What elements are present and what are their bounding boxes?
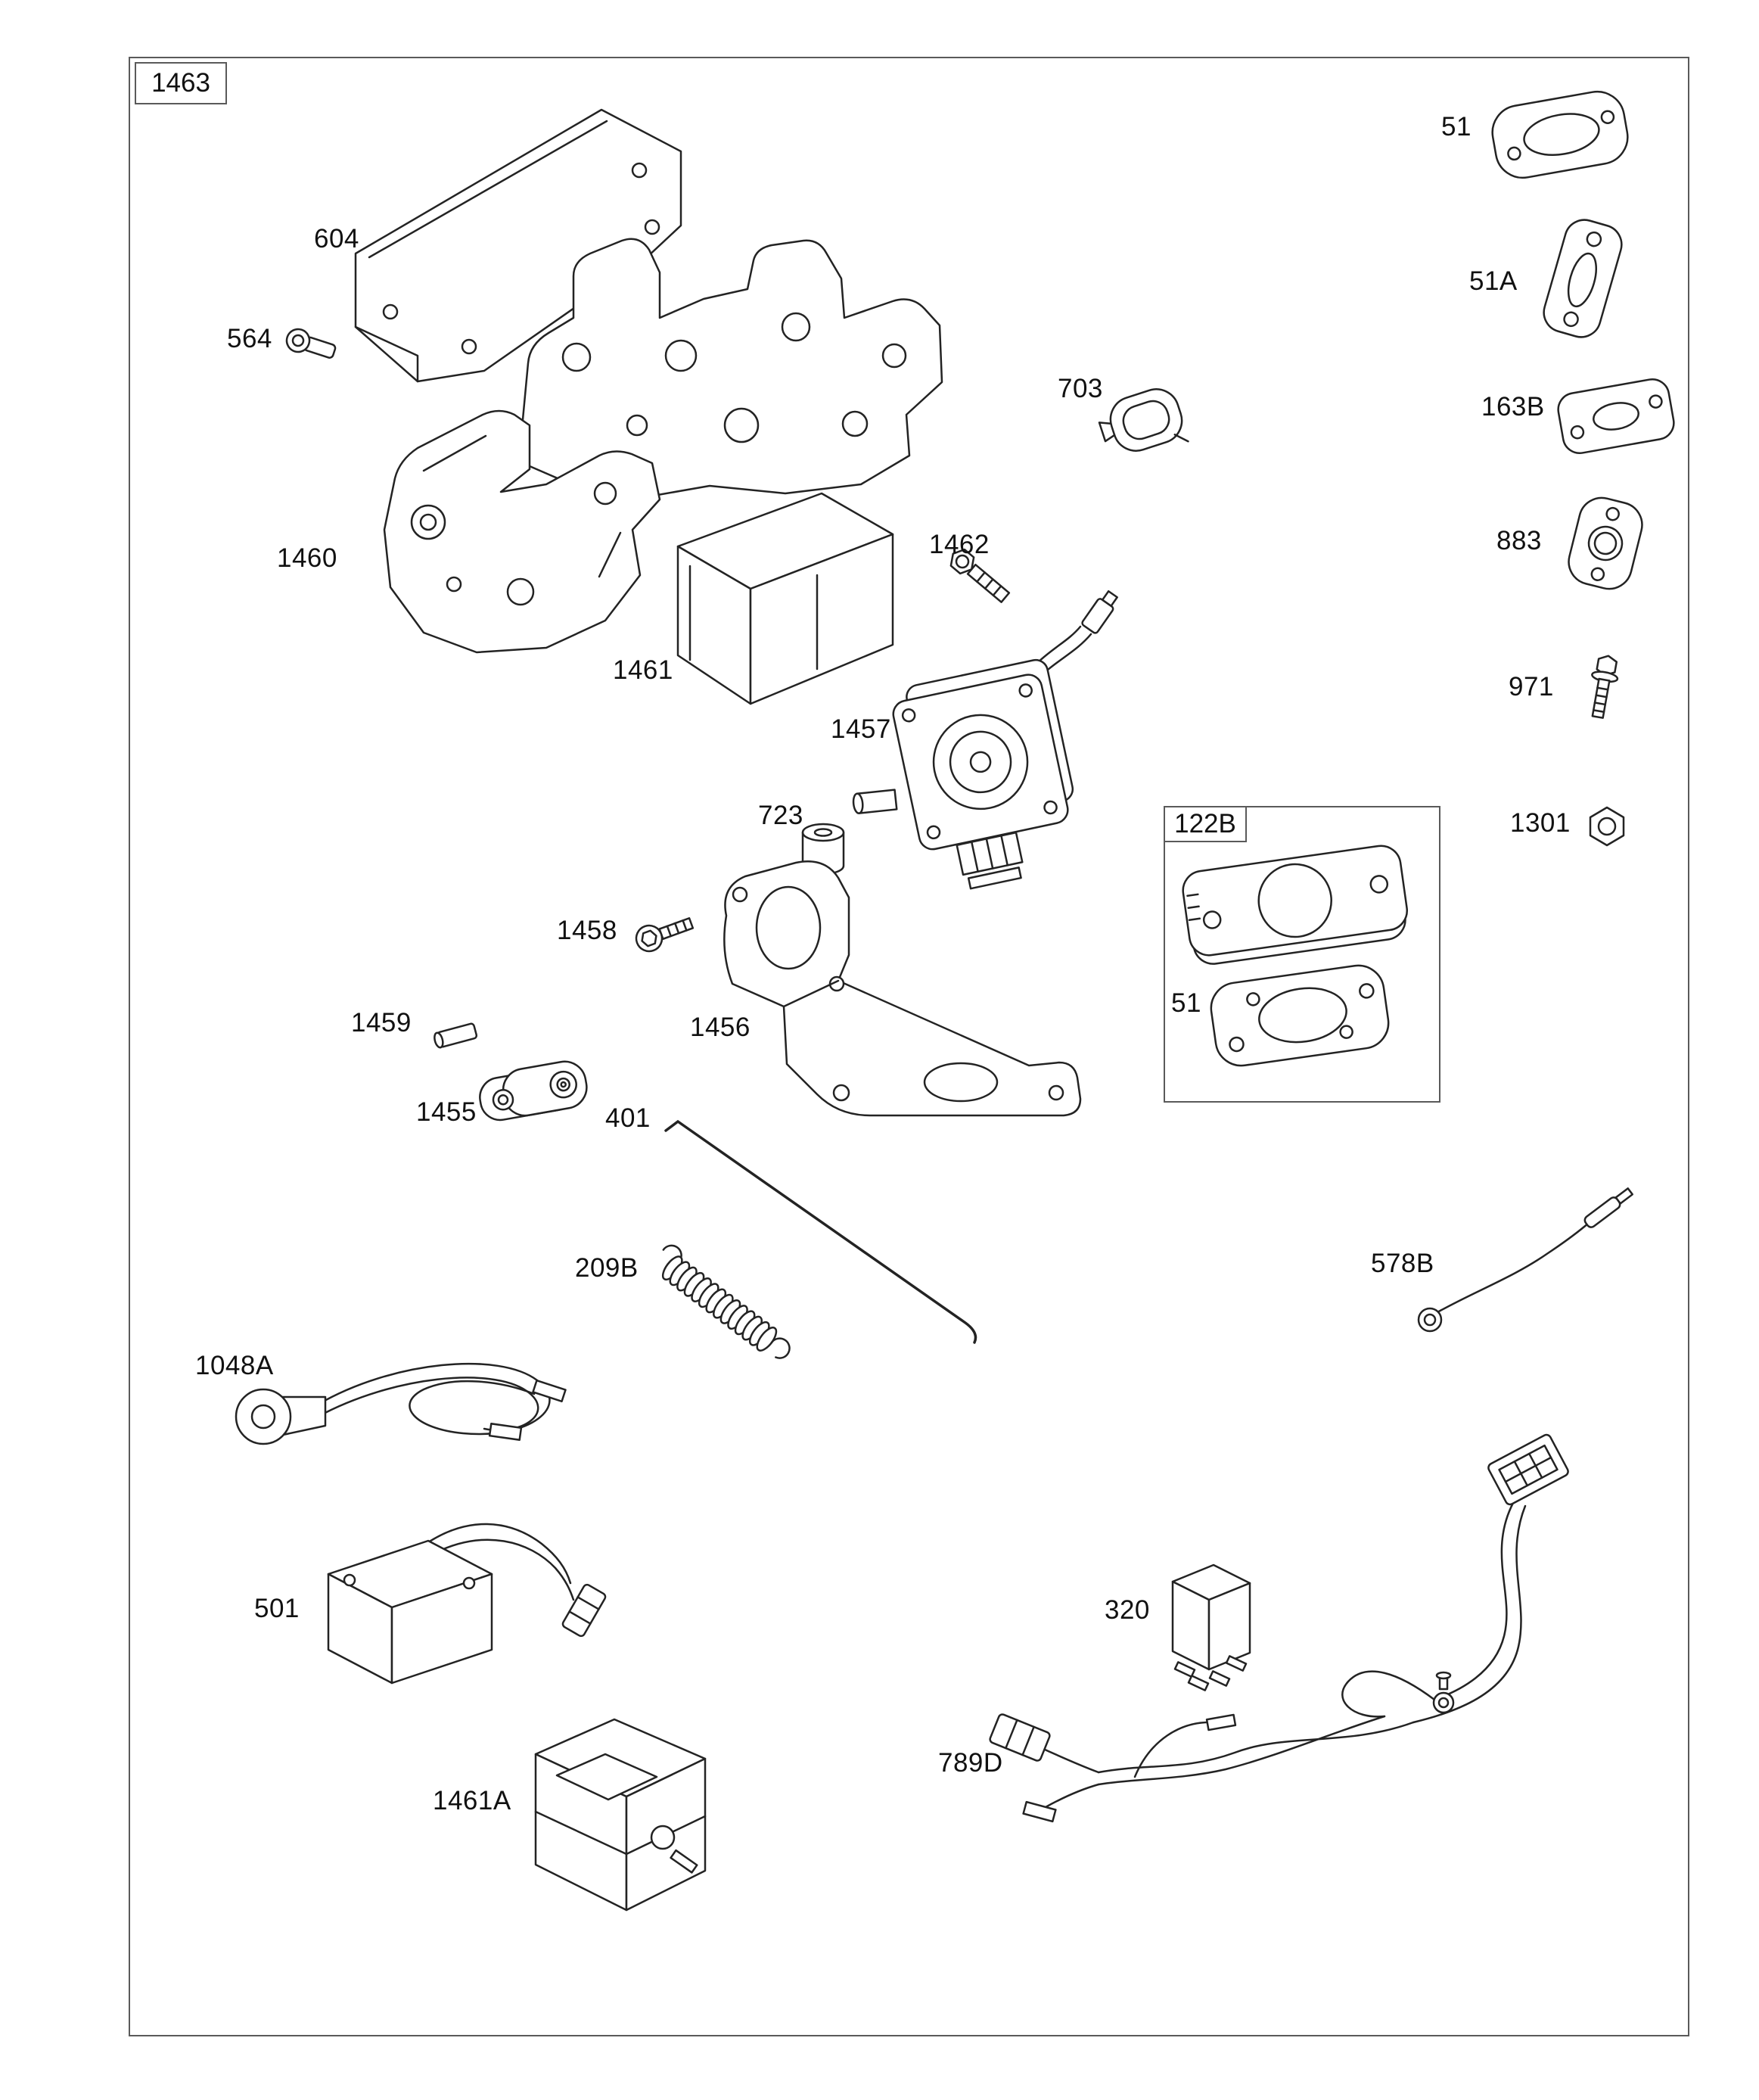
part-1301-drawing: [1589, 806, 1625, 847]
part-label-789D: 789D: [938, 1748, 1003, 1778]
part-label-1461: 1461: [613, 655, 673, 685]
part-label-1455: 1455: [416, 1097, 477, 1127]
frame-label-box: 1463: [135, 62, 227, 104]
part-label-1048A: 1048A: [195, 1351, 274, 1380]
part-703-drawing: [1098, 388, 1189, 452]
part-label-1301: 1301: [1510, 808, 1571, 838]
part-label-209B: 209B: [575, 1253, 639, 1283]
part-789D-drawing: [989, 1433, 1569, 1823]
part-501-drawing: [327, 1523, 607, 1685]
part-label-1461A: 1461A: [433, 1786, 511, 1815]
part-51A-drawing: [1543, 219, 1623, 338]
part-1459-drawing: [434, 1022, 478, 1049]
part-label-51A: 51A: [1469, 266, 1518, 296]
part-1461A-drawing: [534, 1718, 707, 1912]
part-51-drawing: [1491, 90, 1629, 179]
part-1455-drawing: [479, 1060, 588, 1122]
part-label-703: 703: [1058, 374, 1103, 403]
part-label-320: 320: [1105, 1595, 1150, 1625]
part-label-51-inset: 51: [1171, 988, 1201, 1018]
part-578B-drawing: [1417, 1187, 1633, 1333]
part-1456-drawing: [723, 860, 1082, 1117]
inset-label: 122B: [1174, 809, 1236, 838]
part-1462-drawing: [949, 548, 1011, 603]
part-label-1456: 1456: [690, 1013, 751, 1042]
part-label-723: 723: [758, 801, 803, 830]
part-label-578B: 578B: [1371, 1249, 1434, 1278]
part-604-drawing: [354, 108, 682, 383]
inset-122B-frame: [1164, 806, 1440, 1103]
part-564-drawing: [285, 328, 337, 359]
part-320-drawing: [1171, 1563, 1251, 1691]
part-label-883: 883: [1496, 526, 1542, 555]
frame-label: 1463: [151, 68, 210, 98]
part-label-401: 401: [605, 1103, 651, 1133]
part-label-604: 604: [314, 224, 359, 254]
part-label-1462: 1462: [929, 530, 990, 559]
part-label-51: 51: [1441, 112, 1472, 142]
part-label-1458: 1458: [557, 916, 617, 945]
part-971-drawing: [1591, 655, 1619, 719]
part-1457-drawing: [852, 590, 1118, 890]
diagram-frame: [129, 57, 1689, 2036]
part-163B-drawing: [1557, 378, 1675, 455]
part-1460-drawing: [383, 409, 661, 654]
part-label-1459: 1459: [351, 1008, 412, 1038]
part-label-971: 971: [1509, 672, 1554, 702]
part-209B-drawing: [661, 1244, 791, 1359]
part-label-564: 564: [227, 324, 272, 353]
part-label-163B: 163B: [1481, 392, 1545, 422]
part-883-drawing: [1568, 496, 1643, 590]
part-label-1460: 1460: [277, 543, 337, 573]
part-1461-drawing: [676, 492, 894, 705]
part-1458-drawing: [635, 916, 695, 953]
part-label-1457: 1457: [831, 714, 891, 744]
part-1048A-drawing: [235, 1362, 567, 1445]
part-51-inset-drawing: [1210, 964, 1390, 1067]
inset-label-box: 122B: [1164, 806, 1247, 842]
part-401-drawing: [664, 1119, 977, 1344]
part-label-501: 501: [254, 1594, 300, 1623]
main-bracket-drawing: [521, 238, 943, 498]
part-122B-spacer-drawing: [1182, 845, 1408, 965]
